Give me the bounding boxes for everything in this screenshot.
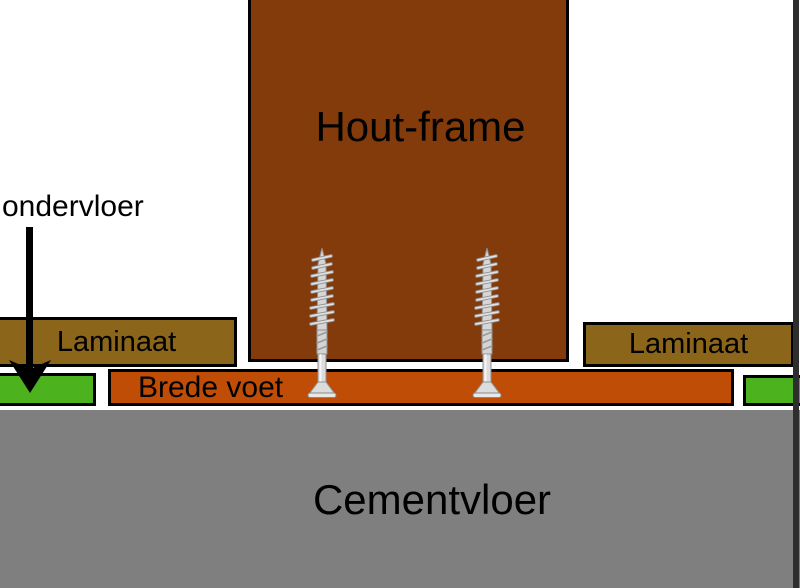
ondervloer-right-block bbox=[743, 375, 800, 406]
laminaat-left-block: Laminaat bbox=[0, 317, 237, 367]
laminaat-left-label: Laminaat bbox=[56, 325, 177, 358]
ondervloer-left-block bbox=[0, 373, 96, 406]
screw-icon bbox=[472, 247, 502, 398]
cementvloer-label: Cementvloer bbox=[312, 476, 552, 523]
screw-icon bbox=[307, 247, 337, 398]
brede-voet-block: Brede voet bbox=[108, 369, 734, 406]
ondervloer-callout-label: ondervloer bbox=[2, 190, 144, 223]
brede-voet-label: Brede voet bbox=[138, 370, 284, 404]
hout-frame-label: Hout-frame bbox=[315, 103, 526, 150]
laminaat-right-block: Laminaat bbox=[583, 322, 794, 367]
cementvloer-block bbox=[0, 410, 800, 588]
hout-frame-block: Hout-frame bbox=[248, 0, 569, 362]
laminaat-right-label: Laminaat bbox=[628, 328, 749, 360]
right-edge-strip bbox=[793, 0, 799, 588]
down-arrow-icon bbox=[9, 227, 51, 393]
